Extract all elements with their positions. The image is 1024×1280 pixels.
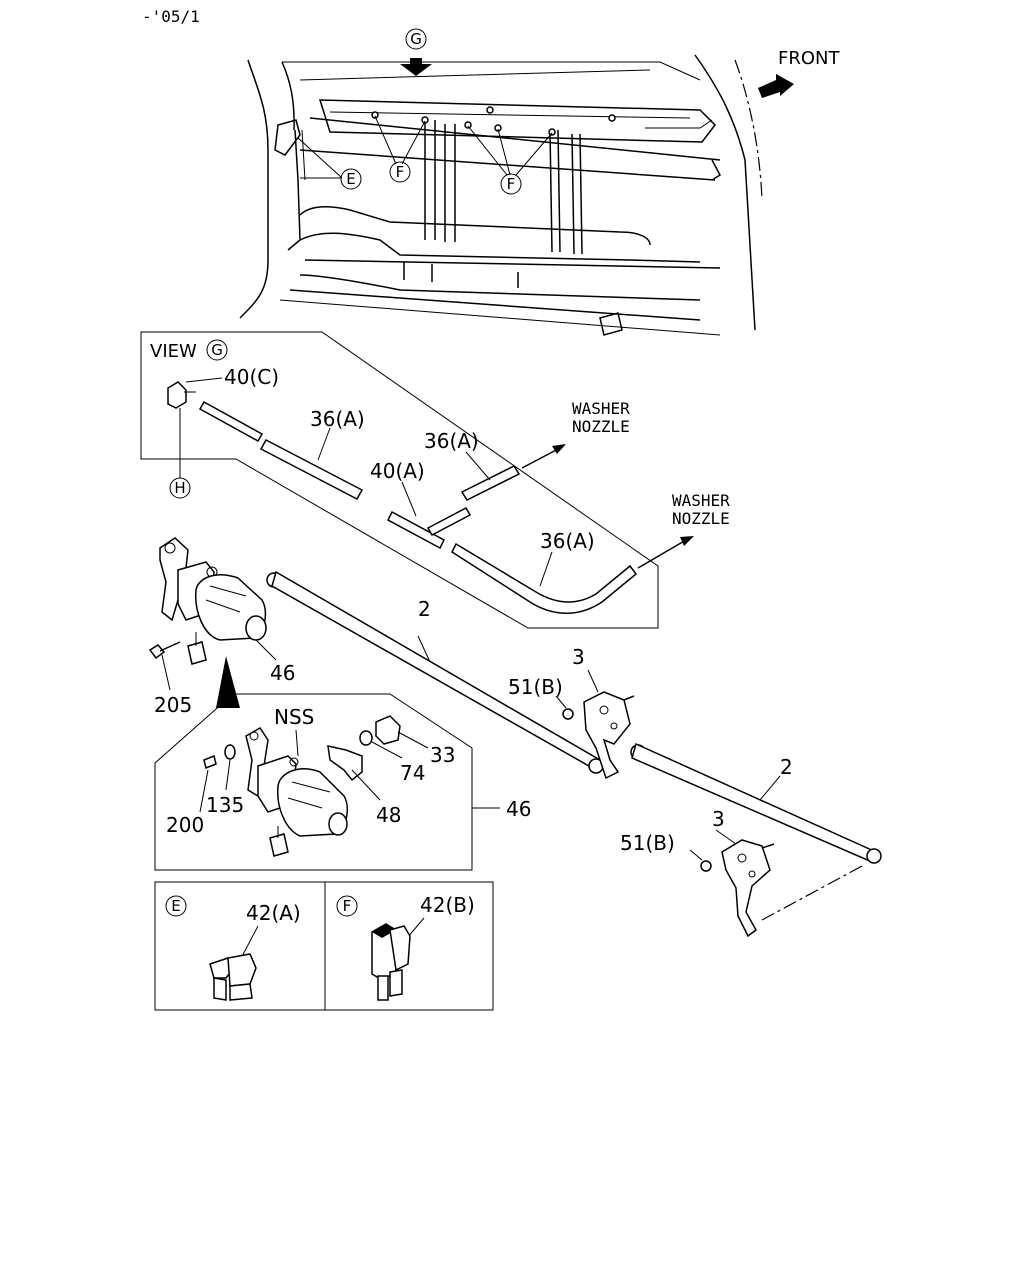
label-135: 135: [206, 793, 244, 817]
wiper-motor-46: 46: [159, 537, 295, 685]
view-g-marker: G: [400, 28, 432, 76]
pivot-3-upper: 3 51(B): [508, 645, 635, 780]
svg-text:F: F: [396, 163, 405, 181]
washer-1-line1: WASHER: [572, 399, 630, 418]
label-205: 205: [154, 693, 192, 717]
front-arrow-icon: [758, 74, 794, 98]
link-rod-lower: 2: [630, 742, 882, 864]
pivot-3-lower: 3 51(B): [620, 807, 775, 938]
label-74: 74: [400, 761, 425, 785]
label-40a: 40(A): [370, 459, 425, 483]
label-40c: 40(C): [224, 365, 279, 389]
washer-2-line2: NOZZLE: [672, 509, 730, 528]
label-nss: NSS: [274, 705, 314, 729]
label-51b-lower: 51(B): [620, 831, 675, 855]
bolt-205: 205: [148, 641, 192, 717]
label-51b-upper: 51(B): [508, 675, 563, 699]
hose-36a-2: [259, 438, 364, 501]
label-42a: 42(A): [246, 901, 301, 925]
motor-detail-panel: 48 74 33 NSS 135 200 46: [154, 693, 531, 871]
label-33: 33: [430, 743, 455, 767]
arrow-washer-1-icon: [552, 444, 566, 454]
arrow-washer-2-icon: [680, 536, 694, 546]
view-label: VIEW: [150, 341, 197, 362]
page-code: -'05/1: [142, 7, 200, 26]
label-36a-1: 36(A): [310, 407, 365, 431]
svg-text:G: G: [211, 341, 223, 359]
link-rod-upper: 2: [266, 570, 604, 774]
clip-42a: [209, 953, 257, 1001]
label-3-upper: 3: [572, 645, 585, 669]
label-46-side: 46: [506, 797, 531, 821]
ref-h: H: [174, 479, 185, 497]
view-g-panel: VIEW G 40(C) H 36(A) 40(A) 36(A) WASHER …: [140, 331, 730, 629]
box-f-ref: F: [343, 897, 352, 915]
callout-e: E: [297, 137, 362, 190]
front-label: FRONT: [778, 48, 840, 69]
clip-detail-boxes: E 42(A) F 42(B): [154, 881, 494, 1011]
clip-42b: [371, 923, 411, 1001]
callout-f-right: F: [467, 125, 553, 195]
label-36a-2: 36(A): [424, 429, 479, 453]
washer-1-line2: NOZZLE: [572, 417, 630, 436]
fitting-40a: [387, 510, 445, 550]
label-48: 48: [376, 803, 401, 827]
label-200: 200: [166, 813, 204, 837]
detail-pointer-icon: [216, 656, 240, 708]
label-42b: 42(B): [420, 893, 475, 917]
front-indicator: FRONT: [758, 48, 840, 98]
svg-text:E: E: [346, 170, 355, 188]
hose-36a-4: [451, 542, 638, 614]
callout-f-left: F: [374, 115, 426, 183]
vehicle-body: [239, 54, 763, 336]
svg-text:G: G: [410, 30, 422, 48]
view-arrow-icon: [400, 58, 432, 76]
label-36a-3: 36(A): [540, 529, 595, 553]
washer-2-line1: WASHER: [672, 491, 730, 510]
svg-text:F: F: [507, 175, 516, 193]
hose-36a-3: [460, 465, 521, 501]
label-2-upper: 2: [418, 597, 431, 621]
label-3-lower: 3: [712, 807, 725, 831]
label-2-lower: 2: [780, 755, 793, 779]
hose-36a-1: [198, 400, 264, 443]
label-46-top: 46: [270, 661, 295, 685]
fitting-40c: [167, 381, 187, 409]
box-e-ref: E: [171, 897, 180, 915]
